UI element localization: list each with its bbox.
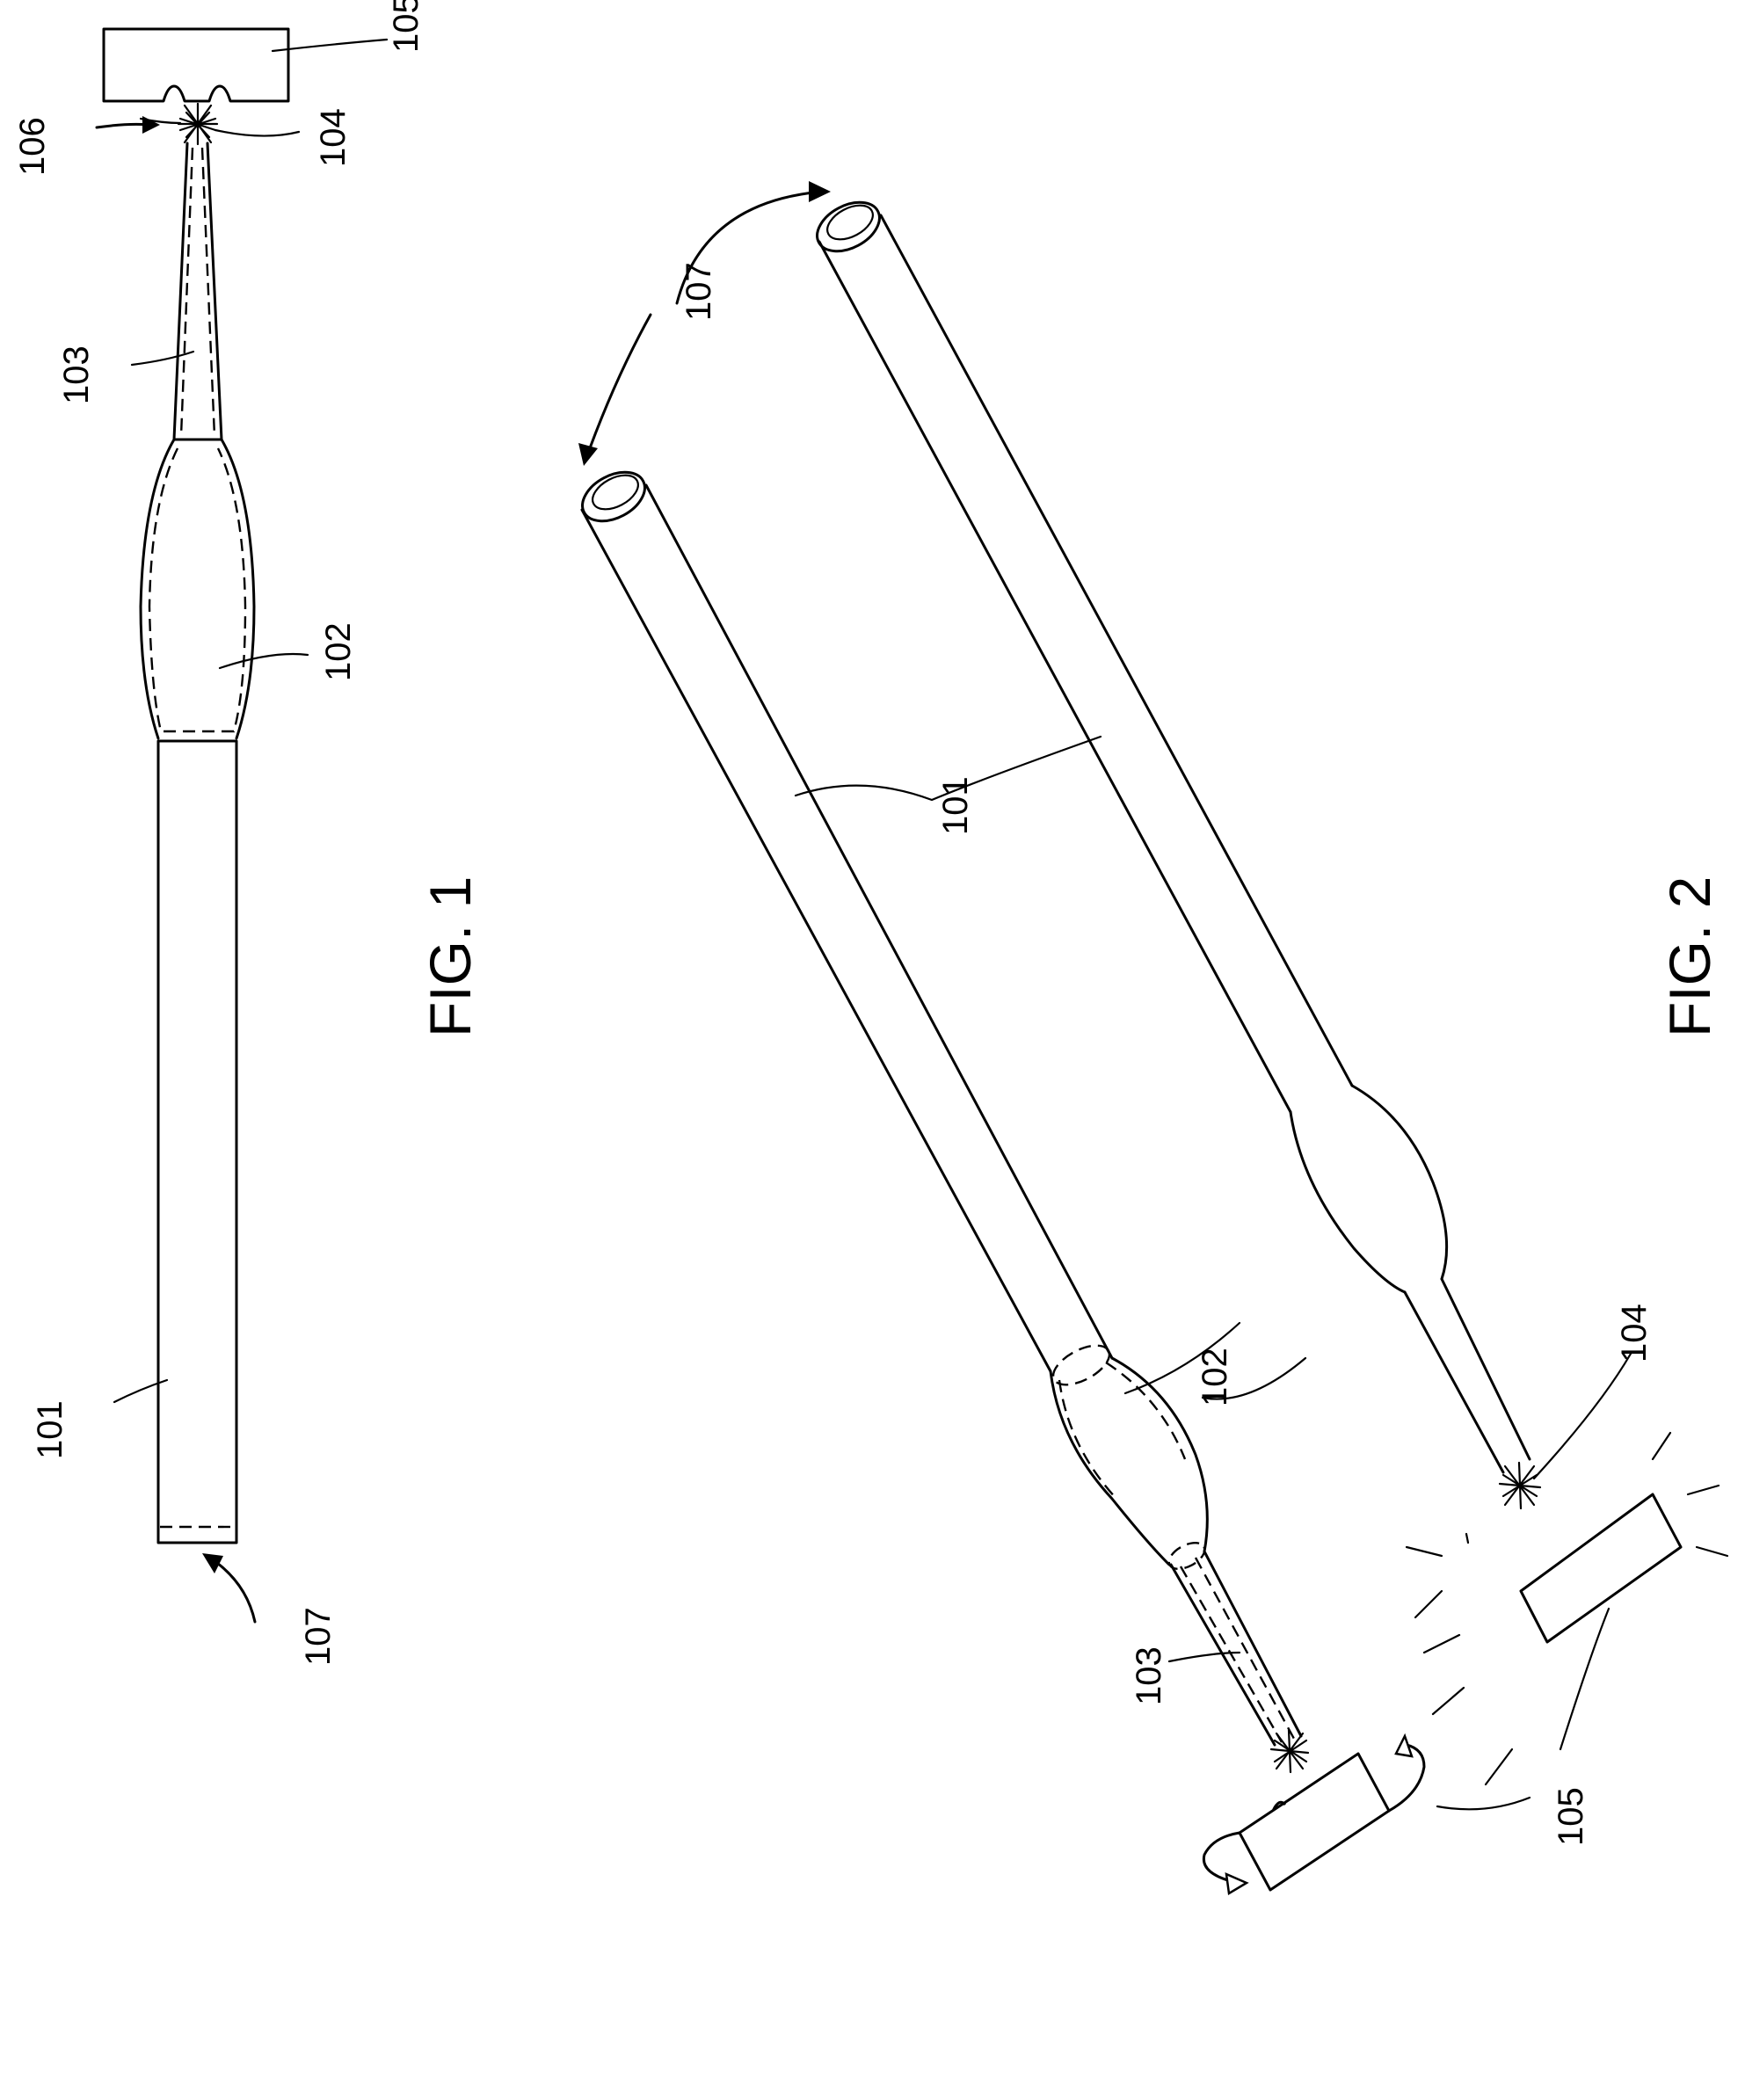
fig2-label-101: 101 — [936, 776, 975, 835]
fig1-drawing — [97, 29, 387, 1622]
fig1-blade — [104, 29, 288, 101]
fig1-neck — [174, 143, 222, 440]
fig1-label-102: 102 — [319, 622, 358, 681]
fig2-caption: FIG. 2 — [1657, 876, 1722, 1037]
fig2-label-103: 103 — [1130, 1646, 1168, 1705]
fig2-stick-left — [574, 462, 1424, 1893]
fig1-handle — [158, 741, 236, 1543]
fig2-label-104: 104 — [1615, 1304, 1654, 1362]
fig1-grip — [141, 440, 254, 738]
fig1-label-101: 101 — [31, 1400, 69, 1459]
fig2-label-105-upper: 105 — [1543, 1762, 1581, 1821]
fig1-label-105: 105 — [387, 0, 425, 53]
fig1-caption: FIG. 1 — [418, 876, 483, 1037]
fig2-label-102: 102 — [1196, 1348, 1234, 1406]
fig2-stick-right — [809, 193, 1727, 1784]
fig2-label-107: 107 — [680, 262, 718, 321]
fig1-label-106: 106 — [13, 117, 52, 176]
fig1-label-103: 103 — [57, 345, 96, 404]
fig1-bristle-tip — [178, 104, 217, 144]
fig1-label-104: 104 — [314, 108, 353, 167]
fig1-label-107: 107 — [299, 1607, 338, 1666]
